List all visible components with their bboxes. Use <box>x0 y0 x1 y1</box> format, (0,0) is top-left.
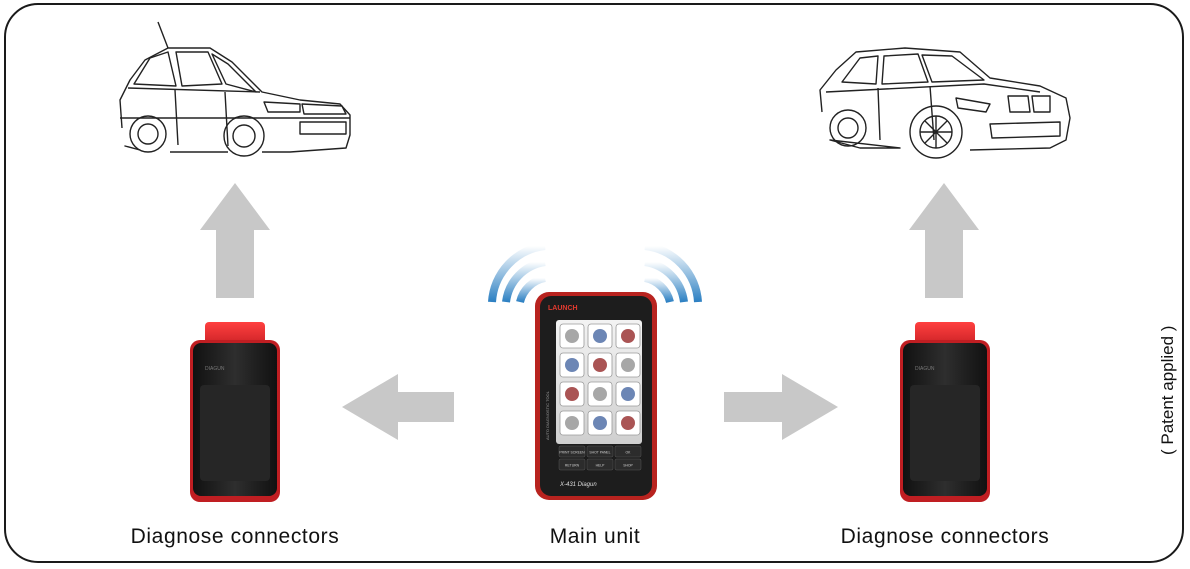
vehicle-brand-logo-icon <box>621 358 635 372</box>
vehicle-brand-logo-icon <box>565 416 579 430</box>
connector-label: DIAGUN <box>915 366 935 372</box>
vehicle-brand-logo-icon <box>593 416 607 430</box>
vehicle-brand-logo-icon <box>565 358 579 372</box>
vehicle-logo-grid <box>559 323 641 436</box>
caption-left-connector: Diagnose connectors <box>130 525 340 548</box>
connector-panel <box>910 385 980 481</box>
estate-car-illustration <box>119 21 351 157</box>
arrow-up-right <box>909 183 979 298</box>
device-button-label: RETURN <box>565 464 580 468</box>
caption-main-unit: Main unit <box>549 525 641 548</box>
connector-label: DIAGUN <box>205 366 225 372</box>
vehicle-brand-logo-icon <box>593 358 607 372</box>
connector-panel <box>200 385 270 481</box>
wireless-signal-left-icon <box>488 242 547 304</box>
arrow-left <box>342 374 454 440</box>
wireless-signal-right-icon <box>643 242 702 304</box>
diagnose-connector-right: DIAGUN <box>900 322 990 502</box>
device-brand: LAUNCH <box>548 305 578 312</box>
caption-right-connector: Diagnose connectors <box>840 525 1050 548</box>
device-button-label: PRINT SCREEN <box>559 451 585 455</box>
device-button-label: OK <box>626 451 632 455</box>
device-button-label: SHOT PANEL <box>589 451 610 455</box>
main-unit-device: LAUNCH PRINT SCREEN SHOT PANEL OK RETURN HEL… <box>535 292 657 500</box>
arrow-up-left <box>200 183 270 298</box>
vehicle-brand-logo-icon <box>593 329 607 343</box>
arrow-right <box>724 374 838 440</box>
device-hardware-button <box>558 445 586 458</box>
vehicle-brand-logo-icon <box>621 416 635 430</box>
device-side-label: AUTO DIAGNOSTIC TOOL <box>545 390 550 440</box>
device-button-label: HELP <box>596 464 606 468</box>
vehicle-brand-logo-icon <box>565 387 579 401</box>
vehicle-brand-logo-icon <box>565 329 579 343</box>
device-model: X-431 Diagun <box>559 482 597 488</box>
device-button-label: SHOP <box>623 464 633 468</box>
diagnose-connector-left: DIAGUN <box>190 322 280 502</box>
diagram-frame <box>4 3 1184 563</box>
device-hardware-button <box>586 445 614 458</box>
device-hardware-button <box>614 458 642 471</box>
device-hardware-button <box>586 458 614 471</box>
vehicle-brand-logo-icon <box>621 387 635 401</box>
vehicle-brand-logo-icon <box>621 329 635 343</box>
vehicle-brand-logo-icon <box>593 387 607 401</box>
device-button-grid: PRINT SCREEN SHOT PANEL OK RETURN HELP SHOP <box>558 445 642 471</box>
patent-note: ( Patent applied ) <box>1158 325 1177 455</box>
device-hardware-button <box>558 458 586 471</box>
sedan-car-illustration <box>819 47 1071 159</box>
device-hardware-button <box>614 445 642 458</box>
